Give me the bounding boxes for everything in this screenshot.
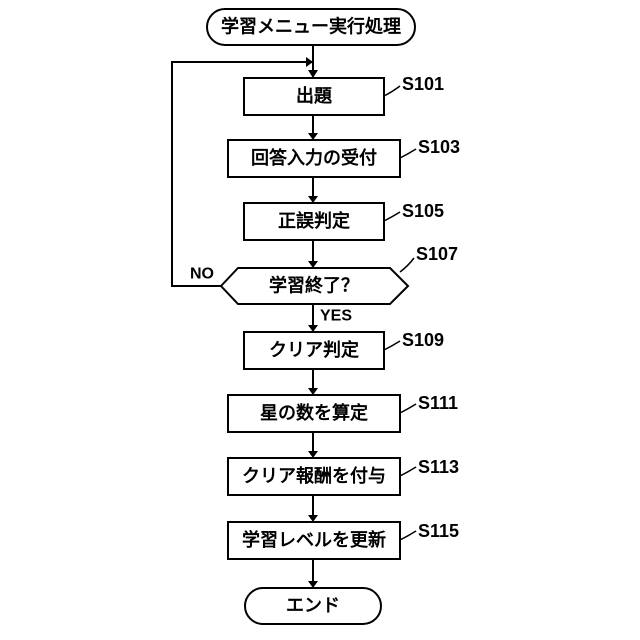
arrowhead-s101 — [308, 70, 318, 78]
leader-s103 — [400, 149, 416, 158]
arrowhead-no-loop — [306, 57, 313, 67]
leader-s101 — [384, 86, 400, 96]
leader-s107 — [400, 258, 414, 272]
step-id-s115: S115 — [418, 521, 459, 541]
arrowhead-s111 — [308, 388, 318, 395]
process-box-s105: 正誤判定 — [244, 203, 384, 240]
branch-label-yes: YES — [320, 308, 352, 325]
end-terminal: エンド — [245, 588, 381, 624]
step-id-s101: S101 — [402, 74, 444, 94]
process-label-s105: 正誤判定 — [278, 210, 350, 232]
decision-label-s107: 学習終了？ — [269, 275, 359, 297]
start-label: 学習メニュー実行処理 — [221, 16, 401, 38]
arrowhead-s115 — [308, 515, 318, 522]
process-box-s115: 学習レベルを更新 — [228, 522, 400, 559]
arrowhead-end — [308, 581, 318, 588]
leader-s111 — [400, 404, 416, 413]
step-id-s109: S109 — [402, 330, 444, 350]
step-id-s105: S105 — [402, 201, 444, 221]
process-box-s111: 星の数を算定 — [228, 395, 400, 432]
arrowhead-s105 — [308, 196, 318, 203]
process-label-s113: クリア報酬を付与 — [242, 465, 386, 487]
process-label-s103: 回答入力の受付 — [251, 147, 377, 169]
leader-s115 — [400, 531, 416, 540]
process-label-s115: 学習レベルを更新 — [242, 529, 386, 551]
step-id-s103: S103 — [418, 137, 460, 157]
leader-s113 — [400, 467, 416, 476]
arrowhead-s109 — [308, 325, 318, 332]
step-id-s107: S107 — [416, 244, 458, 264]
process-label-s111: 星の数を算定 — [260, 402, 368, 424]
process-label-s109: クリア判定 — [269, 339, 359, 361]
process-box-s113: クリア報酬を付与 — [228, 458, 400, 495]
arrowhead-s113 — [308, 451, 318, 458]
step-id-s113: S113 — [418, 457, 459, 477]
process-label-s101: 出題 — [296, 85, 333, 107]
leader-s109 — [384, 341, 400, 350]
step-id-s111: S111 — [418, 393, 458, 413]
decision-s107: 学習終了？ — [221, 268, 408, 304]
start-terminal: 学習メニュー実行処理 — [207, 9, 415, 45]
process-box-s103: 回答入力の受付 — [228, 140, 400, 177]
process-box-s101: 出題 — [244, 78, 384, 115]
process-box-s109: クリア判定 — [244, 332, 384, 369]
arrowhead-s103 — [308, 133, 318, 140]
arrowhead-s107 — [308, 261, 318, 268]
branch-label-no: NO — [190, 266, 214, 283]
leader-s105 — [384, 212, 400, 221]
end-label: エンド — [286, 596, 340, 617]
